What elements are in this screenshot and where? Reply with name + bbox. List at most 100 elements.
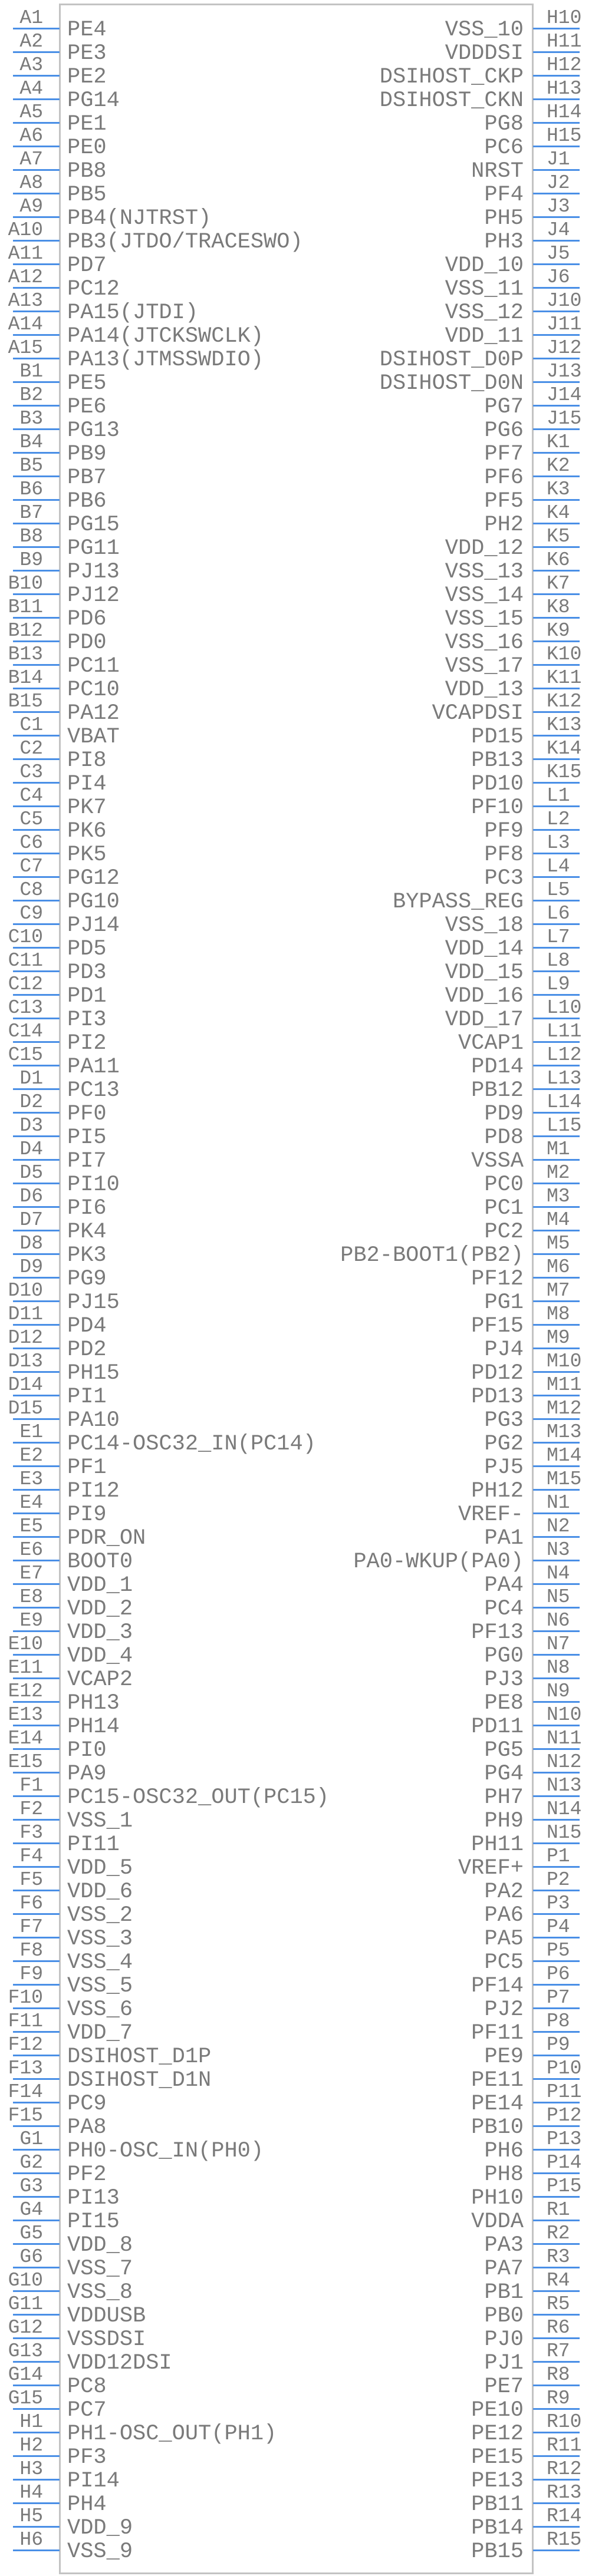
pin-lead bbox=[13, 1795, 60, 1797]
pin-number: N7 bbox=[547, 1633, 570, 1655]
pin-name: PH7 bbox=[484, 1785, 524, 1810]
pin-lead bbox=[533, 688, 580, 689]
pin-lead bbox=[533, 1913, 580, 1915]
pin-name: VSS_9 bbox=[67, 2539, 133, 2564]
pin-lead bbox=[13, 688, 60, 689]
pin-lead bbox=[533, 2314, 580, 2316]
pin-number: F13 bbox=[8, 2058, 43, 2079]
pin-number: P12 bbox=[547, 2105, 582, 2126]
pin-name: PC1 bbox=[484, 1196, 524, 1221]
pin-name: PB10 bbox=[471, 2115, 524, 2140]
pin-number: B3 bbox=[19, 408, 43, 430]
pin-number: B15 bbox=[8, 691, 43, 712]
pin-number: R5 bbox=[547, 2293, 570, 2315]
pin-name: PA4 bbox=[484, 1573, 524, 1598]
pin-name: PC5 bbox=[484, 1950, 524, 1975]
pin-number: E3 bbox=[19, 1468, 43, 1490]
pin-number: A10 bbox=[8, 219, 43, 241]
pin-number: P2 bbox=[547, 1869, 570, 1891]
pin-name: PA11 bbox=[67, 1055, 120, 1079]
pin-lead bbox=[13, 923, 60, 925]
pin-name: PE1 bbox=[67, 112, 107, 137]
pin-lead bbox=[533, 2243, 580, 2245]
pin-number: H11 bbox=[547, 31, 582, 52]
pin-name: VDD_11 bbox=[445, 324, 524, 349]
pin-lead bbox=[533, 311, 580, 312]
pin-number: C13 bbox=[8, 997, 43, 1019]
pin-lead bbox=[13, 1654, 60, 1656]
pin-lead bbox=[533, 1677, 580, 1679]
pin-name: VSS_17 bbox=[445, 654, 524, 679]
pin-name: PA6 bbox=[484, 1903, 524, 1928]
pin-name: PB12 bbox=[471, 1078, 524, 1103]
pin-lead bbox=[13, 900, 60, 901]
pin-number: J6 bbox=[547, 266, 570, 288]
pin-lead bbox=[533, 2031, 580, 2033]
pin-name: VSS_10 bbox=[445, 18, 524, 42]
pin-lead bbox=[13, 2337, 60, 2339]
pin-lead bbox=[533, 664, 580, 666]
pin-name: PD13 bbox=[471, 1385, 524, 1409]
pin-lead bbox=[533, 1984, 580, 1986]
pin-number: K14 bbox=[547, 738, 582, 759]
pin-number: M13 bbox=[547, 1421, 582, 1443]
pin-name: VSS_4 bbox=[67, 1950, 133, 1975]
pin-number: J11 bbox=[547, 313, 582, 335]
pin-lead bbox=[533, 1960, 580, 1962]
pin-name: PI1 bbox=[67, 1385, 107, 1409]
pin-lead bbox=[533, 1890, 580, 1891]
pin-name: PF1 bbox=[67, 1455, 107, 1480]
pin-name: PG1 bbox=[484, 1290, 524, 1315]
pin-name: PE4 bbox=[67, 18, 107, 42]
pin-number: R7 bbox=[547, 2340, 570, 2362]
pin-number: J2 bbox=[547, 172, 570, 194]
pin-lead bbox=[13, 475, 60, 477]
pin-number: H5 bbox=[19, 2505, 43, 2527]
pin-number: F3 bbox=[19, 1822, 43, 1844]
pin-lead bbox=[13, 51, 60, 53]
pin-number: D14 bbox=[8, 1374, 43, 1396]
pin-lead bbox=[13, 2031, 60, 2033]
pin-lead bbox=[13, 2078, 60, 2080]
pin-name: PC9 bbox=[67, 2092, 107, 2116]
pin-lead bbox=[13, 640, 60, 642]
pin-name: VCAP1 bbox=[458, 1031, 524, 1056]
pin-name: PH6 bbox=[484, 2139, 524, 2164]
pin-number: P5 bbox=[547, 1940, 570, 1961]
pin-number: H13 bbox=[547, 78, 582, 100]
pin-number: H2 bbox=[19, 2435, 43, 2456]
pin-name: PF4 bbox=[484, 183, 524, 207]
pin-number: E9 bbox=[19, 1610, 43, 1632]
pin-number: C10 bbox=[8, 926, 43, 948]
pin-name: PD15 bbox=[471, 725, 524, 749]
pin-name: PC0 bbox=[484, 1173, 524, 1197]
pin-number: B12 bbox=[8, 620, 43, 642]
pin-number: E8 bbox=[19, 1586, 43, 1608]
pin-lead bbox=[13, 2526, 60, 2528]
pin-name: PB8 bbox=[67, 159, 107, 184]
pin-name: VDDDSI bbox=[445, 41, 524, 66]
pin-number: L15 bbox=[547, 1115, 582, 1137]
pin-name: PD12 bbox=[471, 1361, 524, 1386]
pin-number: E4 bbox=[19, 1492, 43, 1514]
pin-lead bbox=[533, 1607, 580, 1609]
pin-name: PE2 bbox=[67, 65, 107, 90]
pin-number: R10 bbox=[547, 2411, 582, 2433]
pin-number: H12 bbox=[547, 54, 582, 76]
pin-name: PB9 bbox=[67, 442, 107, 467]
pin-lead bbox=[533, 98, 580, 100]
pin-number: G11 bbox=[8, 2293, 43, 2315]
pin-lead bbox=[13, 735, 60, 737]
pin-name: PG3 bbox=[484, 1408, 524, 1433]
pin-lead bbox=[13, 1371, 60, 1373]
pin-number: B13 bbox=[8, 643, 43, 665]
pin-number: L11 bbox=[547, 1021, 582, 1042]
pin-name: PI10 bbox=[67, 1173, 120, 1197]
pin-name: PH10 bbox=[471, 2186, 524, 2211]
pin-number: N6 bbox=[547, 1610, 570, 1632]
pin-number: P1 bbox=[547, 1845, 570, 1867]
pin-name: VDD_16 bbox=[445, 984, 524, 1009]
pin-name: PE12 bbox=[471, 2422, 524, 2446]
pin-name: PB15 bbox=[471, 2539, 524, 2564]
pin-lead bbox=[13, 1583, 60, 1585]
